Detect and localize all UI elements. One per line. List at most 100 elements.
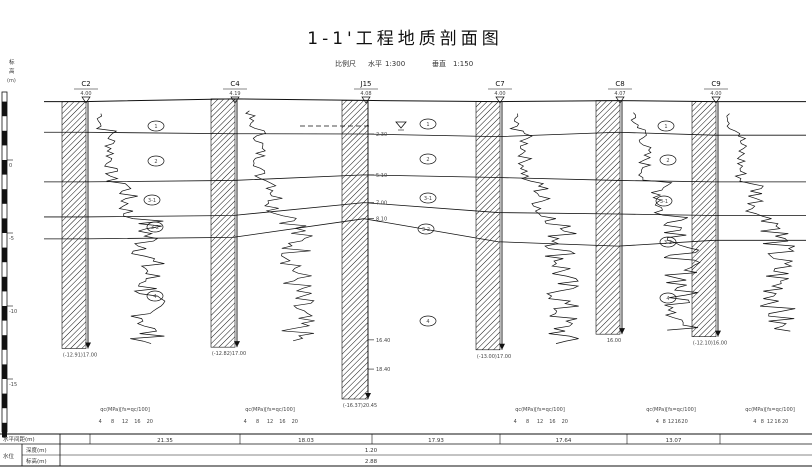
layer-label-text: 2 (154, 159, 157, 165)
ruler-segment (2, 335, 7, 350)
borehole-name: C8 (615, 80, 624, 88)
borehole-elevation: 4.00 (494, 91, 505, 97)
table-row-depth-label: 深度(m) (26, 446, 47, 454)
layer-label-circle (419, 315, 437, 327)
table-group-label: 水位 (3, 452, 15, 460)
borehole-bottom-label: (-12.10)16.00 (693, 341, 727, 347)
borehole-c2: C24.00(-12.91)17.00 (61, 80, 166, 358)
layer-label-text: 1 (664, 124, 667, 130)
scale-prefix: 比例尺 (335, 59, 356, 68)
layer-label-circle (659, 154, 677, 166)
spacing-value: 18.03 (298, 438, 314, 444)
layer-label-1: 1 (147, 120, 165, 132)
spacing-value: 21.35 (157, 438, 173, 444)
cpt-axis-tick: 4 (656, 419, 659, 425)
depth-label: 5.10 (376, 173, 387, 179)
layer-label-4: 3-2 (417, 223, 435, 235)
ruler-segment (2, 218, 7, 233)
layer-label-text: 4 (426, 319, 429, 325)
cpt-trace (95, 113, 166, 344)
depth-label: 18.40 (376, 367, 390, 373)
layer-label-4: 3-2 (659, 236, 677, 248)
borehole-bottom-label: (-13.00)17.00 (477, 354, 511, 360)
layer-label-text: 3-1 (660, 199, 668, 205)
layer-label-5: 4 (419, 315, 437, 327)
layer-label-circle (659, 236, 677, 248)
water-level-icon (395, 121, 407, 129)
layer-label-3: 3-1 (143, 194, 161, 206)
borehole-column (341, 100, 369, 400)
borehole-bottom-label: (-12.82)17.00 (212, 351, 246, 357)
cpt-axis-tick: 8 (663, 419, 666, 425)
layer-label-circle (147, 155, 165, 167)
cpt-axis-tick: 12 (537, 419, 543, 425)
borehole-column (595, 100, 621, 335)
cpt-axis-tick: 8 (256, 419, 259, 425)
borehole-c4: C4 4.19 (-12.82)17.00 (210, 80, 315, 357)
ruler-segment (2, 101, 7, 117)
cpt-axis-tick: 8 (111, 419, 114, 425)
layer-label-text: 3-2 (664, 240, 672, 246)
borehole-end-arrow-icon (234, 341, 240, 348)
layer-label-3: 3-1 (419, 192, 437, 204)
borehole-j15: J154.08(-16.37)20.452.305.107.008.1016.4… (341, 80, 390, 409)
borehole-c9: C9 4.00 (-12.10)16.00 (691, 80, 796, 347)
borehole-name: C4 (230, 80, 240, 88)
layer-label-2: 2 (659, 154, 677, 166)
borehole-name: J15 (360, 80, 372, 88)
water-elev-value: 2.88 (365, 459, 378, 465)
axis-tick-label: 0 (9, 163, 12, 169)
cpt-axis-tick: 4 (753, 419, 756, 425)
borehole-end-arrow-icon (715, 330, 721, 337)
depth-label: 7.00 (376, 201, 387, 207)
borehole-column (691, 101, 717, 337)
borehole-elevation: 4.08 (360, 91, 371, 97)
borehole-column (210, 98, 236, 348)
ruler-segment (2, 393, 7, 409)
layer-label-text: 4 (666, 296, 669, 302)
borehole-bottom-label: (-16.37)20.45 (343, 403, 377, 409)
borehole-marker-icon (495, 96, 505, 104)
ruler-segment (2, 306, 7, 321)
borehole-bottom-label: (-12.91)17.00 (63, 352, 97, 358)
layer-label-circle (655, 195, 673, 207)
layer-label-3: 3-1 (655, 195, 673, 207)
elevation-axis: 标 高 (m) 0-5-10-15 (1, 58, 17, 438)
axis-label-top: 标 (9, 58, 15, 66)
cpt-axis-tick: 16 (549, 419, 555, 425)
cpt-axis-tick: 12 (668, 419, 674, 425)
layer-label-text: 2 (426, 157, 429, 163)
ruler-segment (2, 364, 7, 379)
ruler-segment (2, 247, 7, 263)
axis-label-mid: 高 (9, 67, 15, 75)
cpt-axis-tick: 12 (122, 419, 128, 425)
scale-vertical: 1:150 (453, 60, 473, 68)
borehole-elevation: 4.00 (710, 91, 721, 97)
cpt-axis-label: qc(MPa)[fs=qc/100] (245, 407, 295, 413)
cpt-axis-tick: 4 (244, 419, 247, 425)
layer-label-circle (147, 120, 165, 132)
axis-tick-label: -15 (9, 382, 17, 388)
boreholes: C24.00(-12.91)17.00C44.19(-12.82)17.00J1… (61, 80, 796, 409)
cpt-axis-tick: 4 (514, 419, 517, 425)
spacing-value: 17.64 (556, 438, 572, 444)
borehole-elevation: 4.19 (229, 91, 240, 97)
cpt-axis-label: qc(MPa)[fs=qc/100] (515, 407, 565, 413)
borehole-end-arrow-icon (365, 393, 371, 400)
cpt-axis-tick: 20 (147, 419, 153, 425)
layer-label-text: 3-1 (148, 198, 156, 204)
water-depth-value: 1.20 (365, 448, 378, 454)
layer-label-circle (417, 223, 435, 235)
layer-label-text: 1 (154, 124, 157, 130)
depth-label: 8.10 (376, 217, 387, 223)
borehole-name: C9 (711, 80, 720, 88)
borehole-marker-icon (711, 96, 721, 104)
layer-label-4: 3-2 (146, 221, 164, 233)
layer-label-text: 2 (666, 158, 669, 164)
